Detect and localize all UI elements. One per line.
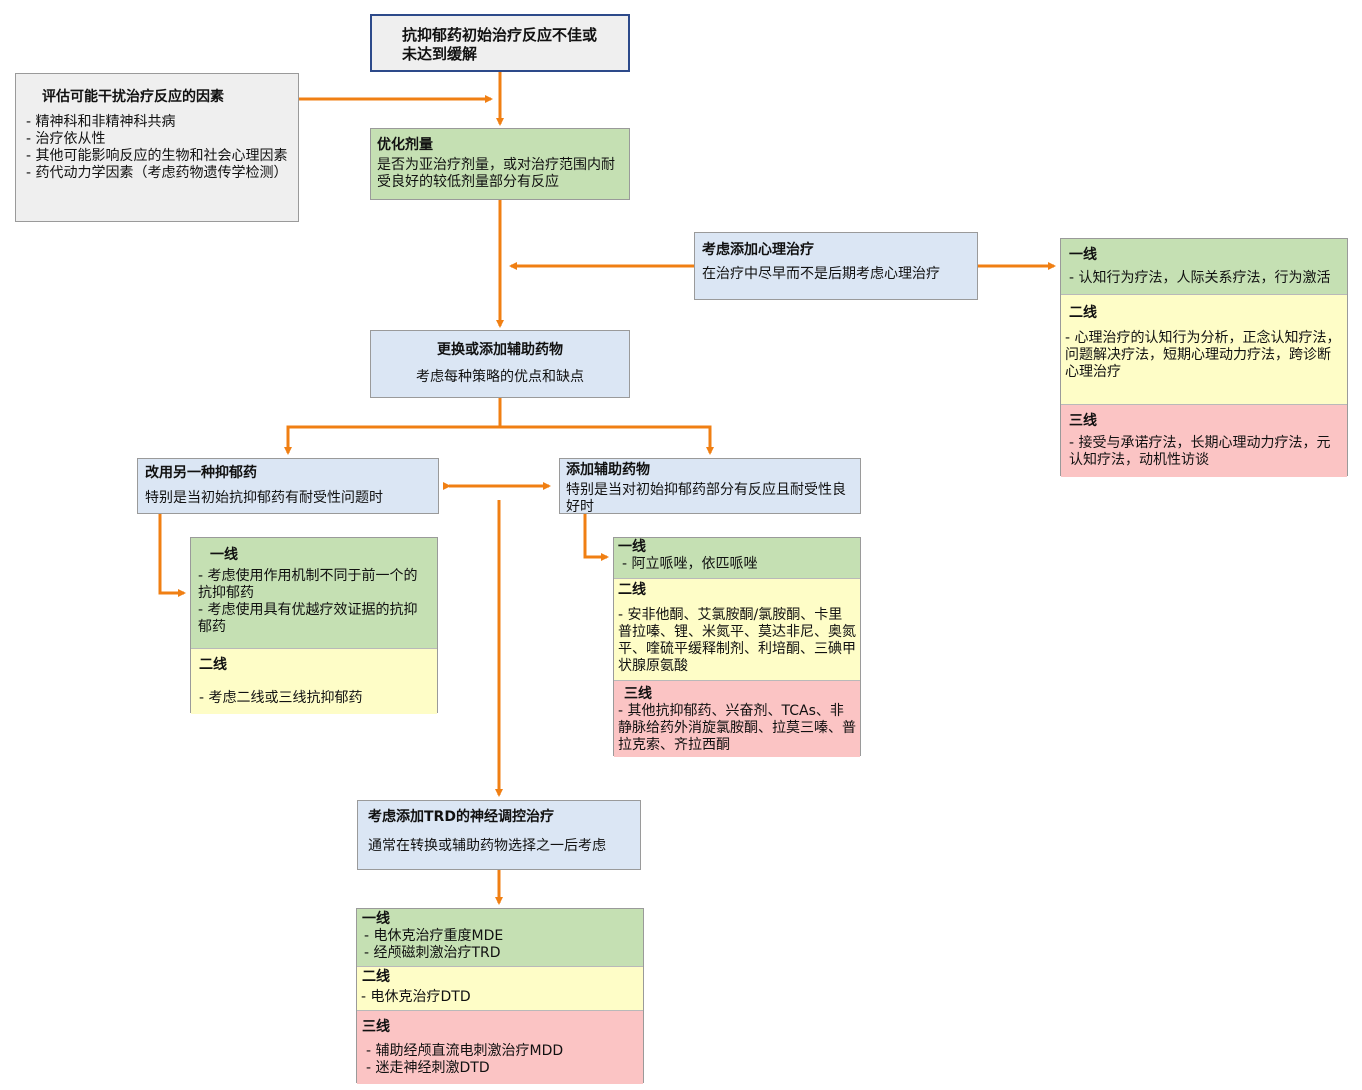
arrow-split-left bbox=[284, 398, 502, 455]
adjunct-line2-label: 二线 bbox=[618, 582, 646, 598]
neuromod-title: 考虑添加TRD的神经调控治疗 bbox=[368, 809, 554, 825]
factors-item: - 其他可能影响反应的生物和社会心理因素 bbox=[26, 148, 288, 164]
arrow-switch-to-lines bbox=[158, 514, 186, 597]
factors-node: 评估可能干扰治疗反应的因素 - 精神科和非精神科共病 - 治疗依从性 - 其他可… bbox=[15, 73, 299, 222]
optimize-title: 优化剂量 bbox=[377, 137, 433, 153]
switch-or-add-title: 更换或添加辅助药物 bbox=[437, 342, 563, 358]
psychotherapy-body: 在治疗中尽早而不是后期考虑心理治疗 bbox=[702, 266, 940, 282]
adjunct-line3: 三线 - 其他抗抑郁药、兴奋剂、TCAs、非静脉给药外消旋氯胺酮、拉莫三嗪、普拉… bbox=[614, 680, 860, 757]
neuromod-line1-label: 一线 bbox=[362, 911, 390, 927]
switch-line2: 二线 - 考虑二线或三线抗抑郁药 bbox=[191, 648, 437, 714]
factors-item: - 精神科和非精神科共病 bbox=[26, 114, 176, 130]
switch-line1-item: - 考虑使用具有优越疗效证据的抗抑郁药 bbox=[198, 602, 418, 635]
switch-title: 改用另一种抑郁药 bbox=[145, 465, 257, 481]
switch-line1-label: 一线 bbox=[210, 547, 238, 563]
adjunct-line3-text: - 其他抗抑郁药、兴奋剂、TCAs、非静脉给药外消旋氯胺酮、拉莫三嗪、普拉克索、… bbox=[618, 703, 856, 753]
switch-node: 改用另一种抑郁药 特别是当初始抗抑郁药有耐受性问题时 bbox=[137, 458, 439, 514]
arrow-adjunct-to-lines bbox=[583, 514, 609, 561]
neuromod-line1-item: - 经颅磁刺激治疗TRD bbox=[364, 945, 501, 961]
neuromod-line2: 二线 - 电休克治疗DTD bbox=[357, 966, 643, 1010]
neuromod-line2-text: - 电休克治疗DTD bbox=[361, 989, 471, 1005]
psychotherapy-line3-text: - 接受与承诺疗法，长期心理动力疗法，元认知疗法，动机性访谈 bbox=[1069, 435, 1331, 468]
start-title-line2: 未达到缓解 bbox=[402, 45, 478, 63]
factors-item: - 治疗依从性 bbox=[26, 131, 106, 147]
neuromod-line3-item: - 辅助经颅直流电刺激治疗MDD bbox=[366, 1043, 564, 1059]
neuromod-body: 通常在转换或辅助药物选择之一后考虑 bbox=[368, 838, 606, 854]
psychotherapy-title: 考虑添加心理治疗 bbox=[702, 242, 814, 258]
adjunct-title: 添加辅助药物 bbox=[566, 462, 650, 478]
factors-title: 评估可能干扰治疗反应的因素 bbox=[42, 89, 224, 105]
psychotherapy-line3: 三线 - 接受与承诺疗法，长期心理动力疗法，元认知疗法，动机性访谈 bbox=[1061, 404, 1347, 477]
adjunct-line1-text: - 阿立哌唑，依匹哌唑 bbox=[622, 556, 758, 572]
switch-body: 特别是当初始抗抑郁药有耐受性问题时 bbox=[145, 490, 383, 506]
adjunct-line2-text: - 安非他酮、艾氯胺酮/氯胺酮、卡里普拉嗪、锂、米氮平、莫达非尼、奥氮平、喹硫平… bbox=[618, 607, 856, 674]
neuromod-options: 一线 - 电休克治疗重度MDE - 经颅磁刺激治疗TRD 二线 - 电休克治疗D… bbox=[356, 908, 644, 1084]
switch-or-add-node: 更换或添加辅助药物 考虑每种策略的优点和缺点 bbox=[370, 330, 630, 398]
neuromod-line3: 三线 - 辅助经颅直流电刺激治疗MDD - 迷走神经刺激DTD bbox=[357, 1010, 643, 1084]
start-node: 抗抑郁药初始治疗反应不佳或 未达到缓解 bbox=[370, 14, 630, 72]
switch-options: 一线 - 考虑使用作用机制不同于前一个的抗抑郁药 - 考虑使用具有优越疗效证据的… bbox=[190, 537, 438, 714]
switch-line2-label: 二线 bbox=[199, 657, 227, 673]
neuromod-line1-item: - 电休克治疗重度MDE bbox=[364, 928, 504, 944]
start-title-line1: 抗抑郁药初始治疗反应不佳或 bbox=[402, 26, 598, 44]
adjunct-line2: 二线 - 安非他酮、艾氯胺酮/氯胺酮、卡里普拉嗪、锂、米氮平、莫达非尼、奥氮平、… bbox=[614, 578, 860, 680]
neuromod-line3-item: - 迷走神经刺激DTD bbox=[366, 1060, 490, 1076]
psychotherapy-node: 考虑添加心理治疗 在治疗中尽早而不是后期考虑心理治疗 bbox=[694, 232, 978, 300]
psychotherapy-line2-text: - 心理治疗的认知行为分析，正念认知疗法，问题解决疗法，短期心理动力疗法，跨诊断… bbox=[1065, 330, 1341, 380]
psychotherapy-line1-label: 一线 bbox=[1069, 247, 1097, 263]
neuromod-line1: 一线 - 电休克治疗重度MDE - 经颅磁刺激治疗TRD bbox=[357, 909, 643, 966]
neuromod-line3-label: 三线 bbox=[362, 1019, 390, 1035]
adjunct-node: 添加辅助药物 特别是当对初始抑郁药部分有反应且耐受性良好时 bbox=[559, 458, 861, 515]
adjunct-options: 一线 - 阿立哌唑，依匹哌唑 二线 - 安非他酮、艾氯胺酮/氯胺酮、卡里普拉嗪、… bbox=[613, 537, 861, 757]
psychotherapy-line2: 二线 - 心理治疗的认知行为分析，正念认知疗法，问题解决疗法，短期心理动力疗法，… bbox=[1061, 294, 1347, 404]
factors-item: - 药代动力学因素（考虑药物遗传学检测） bbox=[26, 165, 288, 181]
adjunct-line1-label: 一线 bbox=[618, 539, 646, 555]
psychotherapy-line1: 一线 - 认知行为疗法，人际关系疗法，行为激活 bbox=[1061, 239, 1347, 294]
psychotherapy-line3-label: 三线 bbox=[1069, 413, 1097, 429]
adjunct-line3-label: 三线 bbox=[624, 686, 652, 702]
psychotherapy-line2-label: 二线 bbox=[1069, 305, 1097, 321]
psychotherapy-line1-text: - 认知行为疗法，人际关系疗法，行为激活 bbox=[1069, 270, 1331, 286]
switch-line1-item: - 考虑使用作用机制不同于前一个的抗抑郁药 bbox=[198, 568, 418, 601]
switch-or-add-body: 考虑每种策略的优点和缺点 bbox=[416, 369, 584, 385]
switch-line1: 一线 - 考虑使用作用机制不同于前一个的抗抑郁药 - 考虑使用具有优越疗效证据的… bbox=[191, 538, 437, 648]
neuromod-node: 考虑添加TRD的神经调控治疗 通常在转换或辅助药物选择之一后考虑 bbox=[357, 800, 641, 870]
psychotherapy-options: 一线 - 认知行为疗法，人际关系疗法，行为激活 二线 - 心理治疗的认知行为分析… bbox=[1060, 238, 1348, 477]
arrow-split-right bbox=[500, 425, 714, 455]
neuromod-line2-label: 二线 bbox=[362, 969, 390, 985]
adjunct-body: 特别是当对初始抑郁药部分有反应且耐受性良好时 bbox=[566, 482, 846, 515]
switch-line2-text: - 考虑二线或三线抗抑郁药 bbox=[199, 690, 363, 706]
optimize-node: 优化剂量 是否为亚治疗剂量，或对治疗范围内耐受良好的较低剂量部分有反应 bbox=[370, 128, 630, 200]
adjunct-line1: 一线 - 阿立哌唑，依匹哌唑 bbox=[614, 538, 860, 578]
optimize-body: 是否为亚治疗剂量，或对治疗范围内耐受良好的较低剂量部分有反应 bbox=[377, 157, 615, 190]
